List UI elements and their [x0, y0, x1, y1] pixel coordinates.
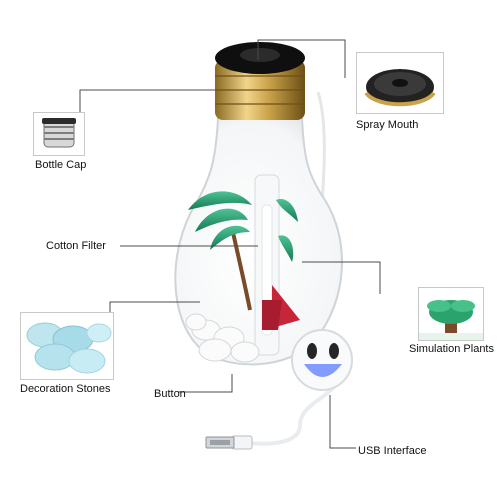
label-usb-interface: USB Interface [358, 445, 427, 457]
palm-plant-icon [419, 300, 483, 340]
label-simulation-plants: Simulation Plants [409, 343, 494, 355]
bottle-cap-thread-icon [42, 118, 76, 148]
bottle-cap-inset [33, 112, 85, 156]
spray-nozzle-icon [364, 69, 436, 107]
simulation-plant [188, 191, 300, 330]
label-decoration-stones: Decoration Stones [20, 383, 111, 395]
simulation-plants-inset [418, 287, 484, 341]
usb-plug [205, 435, 253, 450]
blue-pebbles-icon [26, 322, 112, 374]
decoration-stones-inset [20, 312, 114, 380]
smiley-button [291, 329, 353, 391]
decoration-stones [185, 313, 260, 363]
bottle-cap [215, 42, 305, 120]
spray-mouth-inset [356, 52, 444, 114]
label-spray-mouth: Spray Mouth [356, 119, 419, 131]
label-bottle-cap: Bottle Cap [35, 159, 87, 171]
label-cotton-filter: Cotton Filter [46, 240, 106, 252]
label-button: Button [154, 388, 186, 400]
